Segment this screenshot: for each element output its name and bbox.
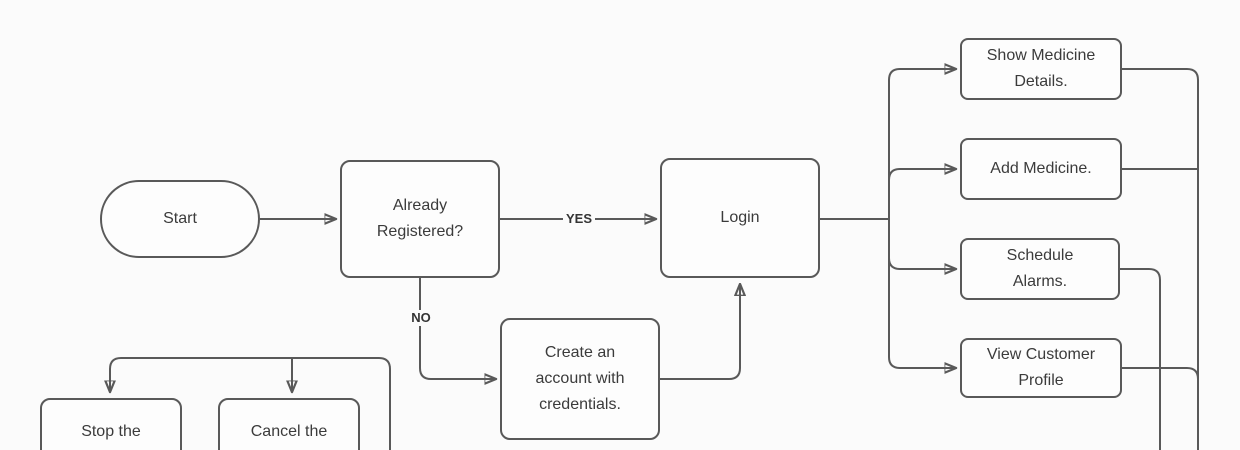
node-create-account: Create an account with credentials. (500, 318, 660, 440)
edge-create-to-login (660, 286, 740, 380)
node-start: Start (100, 180, 260, 258)
edge-label-no: NO (408, 310, 434, 326)
node-stop-the: Stop the (40, 398, 182, 450)
edge-already-to-create-no (419, 278, 494, 379)
edge-label-yes: YES (562, 211, 596, 227)
node-schedule-alarms: Schedule Alarms. (960, 238, 1120, 300)
edge-schedule-alarms-out (1120, 268, 1161, 450)
edge-branch-show-medicine (888, 69, 954, 219)
edge-return-to-stop (110, 357, 391, 450)
node-login: Login (660, 158, 820, 278)
node-show-medicine-details: Show Medicine Details. (960, 38, 1122, 100)
edge-show-medicine-out (1122, 68, 1199, 450)
edge-branch-view-profile (888, 219, 954, 368)
node-add-medicine: Add Medicine. (960, 138, 1122, 200)
edge-branch-add-medicine (888, 169, 954, 219)
node-view-customer-profile: View Customer Profile (960, 338, 1122, 398)
edge-branch-schedule-alarms (888, 219, 954, 269)
node-cancel-the: Cancel the (218, 398, 360, 450)
node-already-registered: Already Registered? (340, 160, 500, 278)
edge-view-profile-out (1122, 367, 1199, 380)
